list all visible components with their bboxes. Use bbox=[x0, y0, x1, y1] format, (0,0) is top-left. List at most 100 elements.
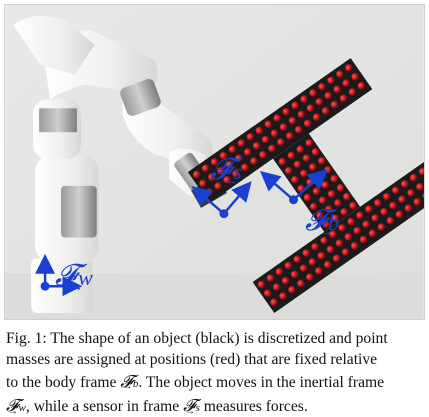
point-mass bbox=[302, 249, 311, 257]
point-mass bbox=[342, 79, 351, 87]
point-mass bbox=[377, 223, 386, 231]
point-mass bbox=[279, 292, 287, 300]
frame-b-axes bbox=[260, 168, 328, 205]
point-mass bbox=[243, 148, 252, 156]
point-mass bbox=[416, 182, 424, 191]
point-mass bbox=[284, 261, 293, 270]
point-mass bbox=[336, 70, 344, 78]
point-mass bbox=[306, 273, 314, 281]
point-mass bbox=[226, 160, 234, 169]
point-mass bbox=[418, 167, 424, 176]
point-mass bbox=[331, 214, 340, 222]
point-mass bbox=[340, 208, 348, 216]
point-mass bbox=[255, 126, 264, 135]
point-mass bbox=[286, 132, 294, 140]
point-mass bbox=[353, 226, 362, 235]
point-mass bbox=[326, 245, 335, 254]
point-mass bbox=[259, 150, 267, 159]
point-mass bbox=[357, 81, 366, 90]
point-mass bbox=[300, 169, 308, 178]
point-mass bbox=[321, 107, 330, 115]
point-mass bbox=[217, 167, 225, 175]
point-mass bbox=[296, 145, 305, 153]
point-mass bbox=[315, 267, 323, 275]
point-mass bbox=[219, 151, 228, 160]
point-mass bbox=[395, 210, 404, 219]
point-mass bbox=[345, 64, 353, 72]
point-mass bbox=[297, 110, 306, 119]
point-mass bbox=[409, 173, 418, 182]
point-mass bbox=[297, 279, 305, 288]
point-mass bbox=[303, 193, 312, 202]
point-mass bbox=[235, 154, 243, 163]
point-mass bbox=[310, 202, 318, 211]
point-mass bbox=[336, 183, 345, 192]
figure-photo: 𝓕w → 𝓕s → 𝓕b → bbox=[4, 4, 425, 320]
point-mass bbox=[281, 276, 290, 285]
point-mass bbox=[309, 89, 317, 97]
frame-w-axes bbox=[35, 253, 83, 297]
point-mass bbox=[343, 192, 351, 201]
point-mass bbox=[284, 166, 293, 175]
point-mass bbox=[320, 236, 328, 245]
figure-caption: Fig. 1: The shape of an object (black) i… bbox=[6, 328, 424, 417]
point-mass bbox=[318, 82, 326, 91]
point-mass bbox=[261, 135, 270, 144]
symbol-frame-w: 𝓕w→ bbox=[6, 396, 26, 417]
point-mass bbox=[338, 224, 346, 232]
frame-label-s: 𝓕s → bbox=[210, 153, 242, 189]
point-mass bbox=[332, 254, 341, 263]
point-mass bbox=[344, 233, 353, 241]
point-mass bbox=[341, 248, 350, 256]
point-mass bbox=[270, 129, 279, 137]
point-mass bbox=[199, 179, 207, 188]
point-mass bbox=[288, 116, 297, 125]
point-mass bbox=[300, 95, 308, 103]
point-mass bbox=[316, 211, 324, 220]
point-mass bbox=[324, 91, 333, 100]
point-mass bbox=[214, 182, 222, 190]
symbol-frame-b: 𝓕b→ bbox=[120, 371, 139, 393]
point-mass bbox=[302, 154, 311, 162]
point-mass bbox=[237, 139, 246, 147]
point-mass bbox=[278, 157, 287, 166]
point-mass bbox=[401, 180, 409, 188]
point-mass bbox=[311, 148, 320, 156]
point-mass bbox=[228, 145, 237, 154]
point-mass bbox=[293, 160, 302, 169]
point-mass bbox=[288, 285, 296, 294]
point-mass bbox=[348, 88, 357, 96]
robot-shoulder bbox=[13, 15, 95, 75]
point-mass bbox=[264, 289, 272, 298]
point-mass bbox=[368, 229, 377, 238]
point-mass bbox=[277, 138, 285, 146]
point-mass bbox=[327, 190, 336, 198]
caption-line-3: to the body frame 𝓕b→. The object moves … bbox=[6, 371, 385, 393]
point-mass bbox=[327, 76, 335, 85]
point-mass bbox=[330, 174, 339, 183]
point-mass bbox=[347, 217, 355, 226]
frame-label-w: 𝓕w → bbox=[55, 259, 93, 295]
point-mass bbox=[333, 85, 342, 94]
point-mass bbox=[282, 107, 291, 116]
point-mass bbox=[315, 98, 324, 106]
point-mass bbox=[383, 192, 391, 201]
point-mass bbox=[413, 198, 422, 206]
caption-line-2: masses are assigned at positions (red) t… bbox=[6, 351, 378, 369]
point-mass bbox=[241, 163, 249, 172]
point-mass bbox=[404, 204, 413, 212]
point-mass bbox=[318, 196, 327, 204]
point-mass bbox=[374, 199, 382, 207]
point-mass bbox=[273, 114, 282, 122]
robot-joint-2 bbox=[60, 185, 97, 238]
point-mass bbox=[407, 189, 415, 197]
point-mass bbox=[201, 164, 210, 172]
robot-joint-4 bbox=[120, 78, 161, 116]
point-mass bbox=[223, 176, 231, 184]
point-mass bbox=[329, 230, 337, 238]
point-mass bbox=[330, 100, 339, 109]
point-mass bbox=[380, 207, 388, 216]
point-mass bbox=[351, 73, 359, 81]
caption-line-4: 𝓕w→, while a sensor in frame 𝓕s→ measure… bbox=[6, 396, 308, 417]
point-mass bbox=[232, 169, 240, 178]
